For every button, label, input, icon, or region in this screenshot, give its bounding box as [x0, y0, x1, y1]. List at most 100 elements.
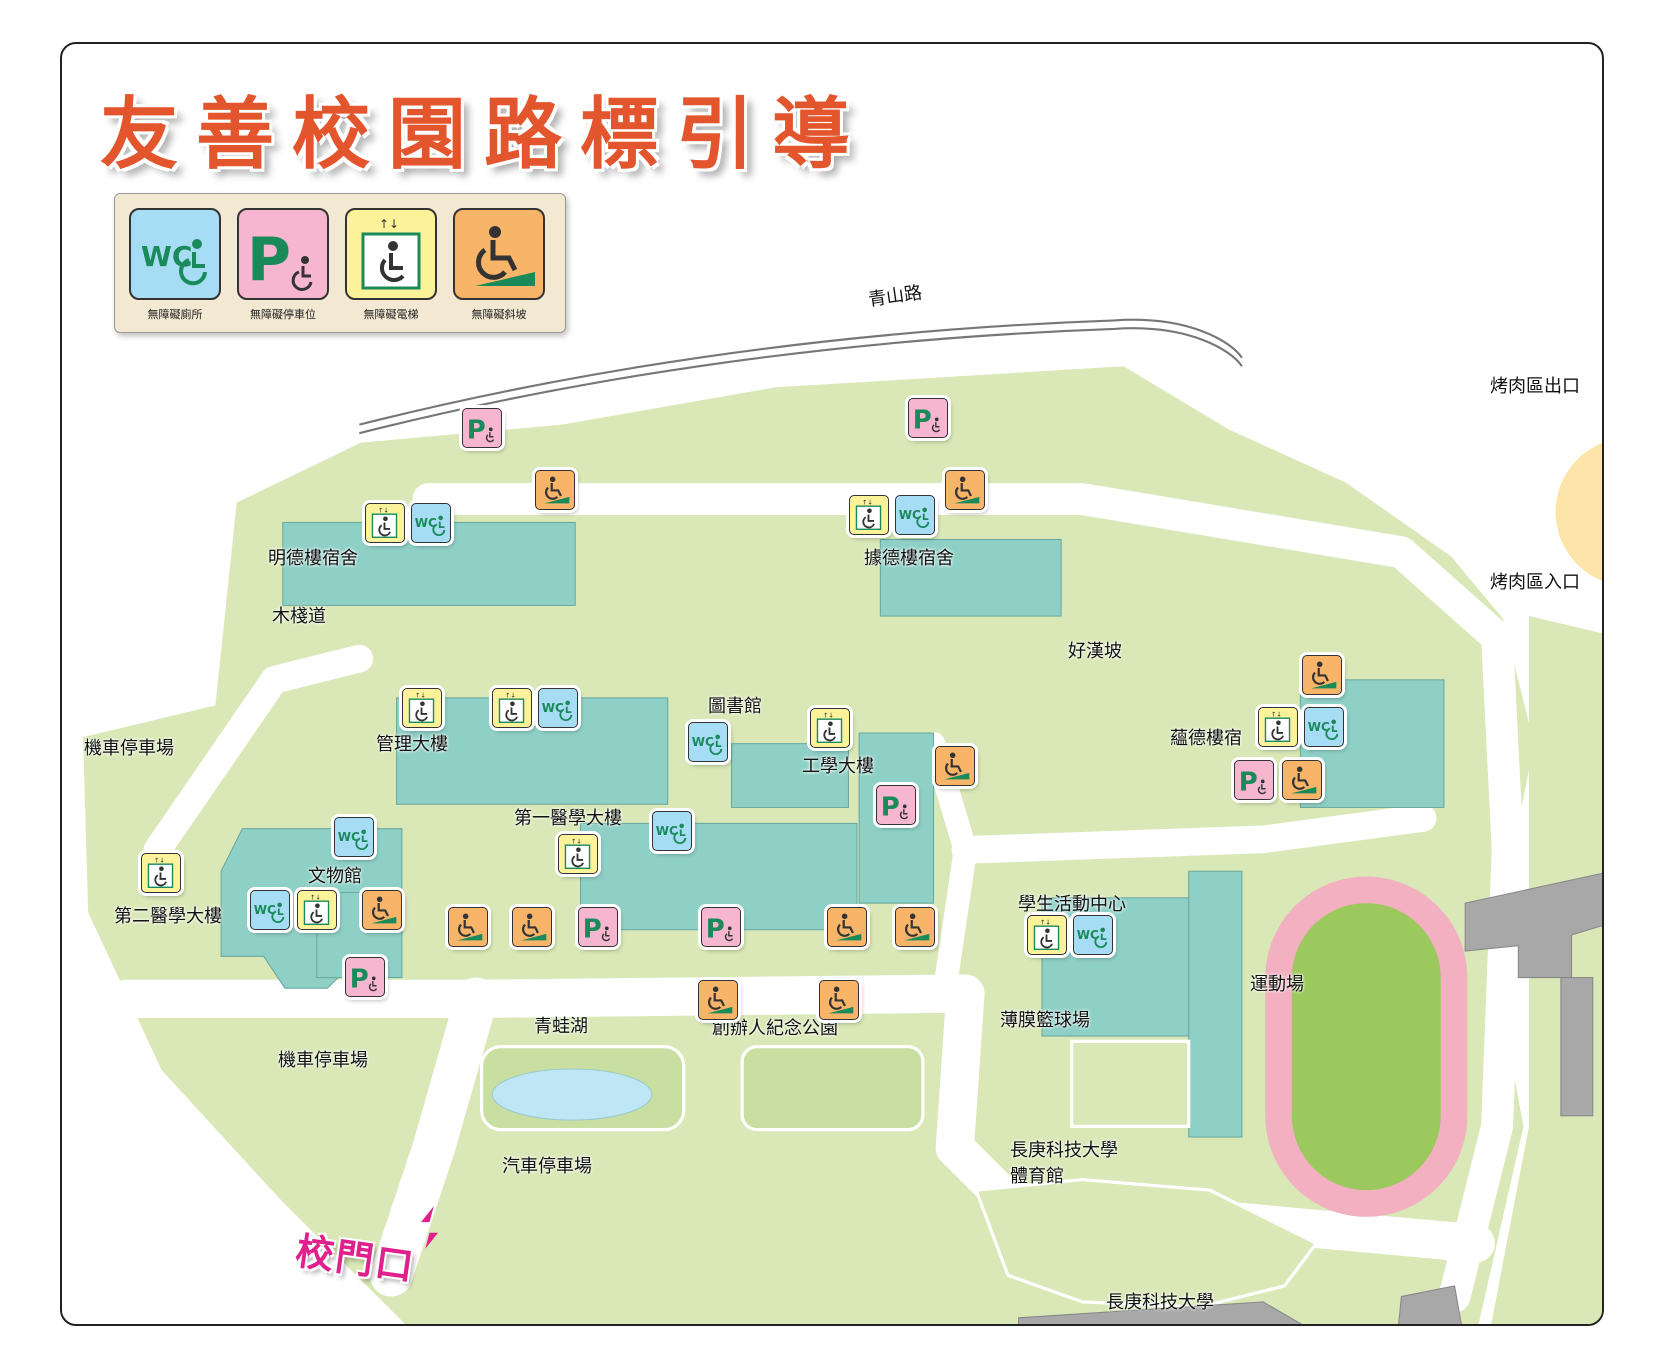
legend-item-wc: WC 無障礙廁所 — [129, 208, 221, 322]
legend: WC 無障礙廁所 P 無障礙停車位 ↑↓ 無障礙電梯 無障礙斜坡 — [114, 193, 566, 333]
basketball-court — [1070, 1039, 1191, 1129]
accessible-elevator-icon: ↑↓ — [558, 834, 598, 874]
jude-label: 據德樓宿舍 — [864, 548, 954, 569]
accessible-ramp-icon — [448, 907, 488, 947]
library-building — [730, 743, 850, 808]
accessible-ramp-icon — [698, 980, 738, 1020]
yunde-label: 蘊德樓宿 — [1170, 728, 1242, 749]
accessible-ramp-icon — [819, 980, 859, 1020]
svg-text:WC: WC — [1308, 720, 1330, 734]
accessible-elevator-icon: ↑↓ — [297, 890, 337, 930]
accessible-toilet-icon: WC — [538, 688, 578, 728]
svg-text:P: P — [913, 406, 932, 436]
bbq-entrance-label: 烤肉區入口 — [1490, 572, 1580, 593]
founder-park-area — [740, 1045, 925, 1132]
legend-label: 無障礙電梯 — [363, 308, 419, 321]
basketball-label: 薄膜籃球場 — [1000, 1010, 1090, 1031]
svg-text:P: P — [583, 915, 602, 945]
accessible-parking-icon: P — [908, 398, 948, 438]
gate-arrow-in — [421, 1206, 434, 1223]
svg-text:P: P — [706, 915, 725, 945]
accessible-toilet-icon: WC — [411, 503, 451, 543]
accessible-parking-icon: P — [462, 408, 502, 448]
legend-label: 無障礙廁所 — [147, 308, 203, 321]
accessible-ramp-icon — [1302, 655, 1342, 695]
svg-text:↑↓: ↑↓ — [823, 711, 834, 719]
svg-text:↑↓: ↑↓ — [154, 856, 165, 864]
svg-text:P: P — [247, 225, 291, 295]
accessible-elevator-icon: ↑↓ — [141, 853, 181, 893]
svg-text:P: P — [881, 793, 900, 823]
accessible-ramp-icon — [453, 208, 545, 300]
accessible-ramp-icon — [362, 890, 402, 930]
accessible-toilet-icon: WC — [129, 208, 221, 300]
svg-text:WC: WC — [254, 903, 276, 917]
svg-text:WC: WC — [656, 824, 678, 838]
admin-label: 管理大樓 — [376, 734, 448, 755]
accessible-elevator-icon: ↑↓ — [492, 688, 532, 728]
legend-item-elevator: ↑↓ 無障礙電梯 — [345, 208, 437, 322]
cgust-label: 長庚科技大學 — [1106, 1292, 1214, 1313]
svg-text:P: P — [1239, 768, 1258, 798]
med2-label: 第二醫學大樓 — [114, 906, 222, 927]
svg-text:↑↓: ↑↓ — [378, 506, 389, 514]
cgust-gym — [973, 1177, 1319, 1309]
svg-text:WC: WC — [542, 701, 564, 715]
svg-text:↑↓: ↑↓ — [862, 498, 873, 506]
accessible-ramp-icon — [1282, 760, 1322, 800]
accessible-toilet-icon: WC — [652, 811, 692, 851]
student-center-wing — [1188, 870, 1243, 1138]
accessible-ramp-icon — [512, 907, 552, 947]
cgust-gym-label: 長庚科技大學 — [1010, 1140, 1118, 1161]
svg-text:↑↓: ↑↓ — [310, 893, 321, 901]
accessible-toilet-icon: WC — [1304, 707, 1344, 747]
svg-text:WC: WC — [141, 240, 192, 273]
frog-lake-water — [491, 1068, 653, 1121]
accessible-ramp-icon — [895, 907, 935, 947]
campus-map — [72, 318, 1602, 1324]
svg-text:WC: WC — [415, 516, 437, 530]
svg-text:WC: WC — [1077, 928, 1099, 942]
svg-text:WC: WC — [899, 508, 921, 522]
qingshan-road — [359, 327, 1243, 435]
founder-park-label: 創辦人紀念公園 — [712, 1018, 838, 1039]
svg-text:↑↓: ↑↓ — [505, 691, 516, 699]
legend-label: 無障礙斜坡 — [471, 308, 527, 321]
car-parking-label: 汽車停車場 — [502, 1156, 592, 1177]
bbq-exit-label: 烤肉區出口 — [1490, 376, 1580, 397]
accessible-elevator-icon: ↑↓ — [345, 208, 437, 300]
map-frame — [60, 42, 1604, 1326]
accessible-toilet-icon: WC — [250, 890, 290, 930]
accessible-ramp-icon — [935, 746, 975, 786]
accessible-toilet-icon: WC — [688, 722, 728, 762]
svg-text:↑↓: ↑↓ — [571, 837, 582, 845]
accessible-parking-icon: P — [701, 907, 741, 947]
accessible-elevator-icon: ↑↓ — [402, 688, 442, 728]
accessible-parking-icon: P — [578, 907, 618, 947]
cgust-buildings — [1018, 872, 1602, 1324]
frog-lake-label: 青蛙湖 — [534, 1016, 588, 1037]
svg-text:↑↓: ↑↓ — [379, 217, 399, 231]
accessible-toilet-icon: WC — [334, 817, 374, 857]
bbq-area — [1555, 442, 1602, 581]
accessible-parking-icon: P — [237, 208, 329, 300]
svg-text:P: P — [467, 416, 486, 446]
svg-text:↑↓: ↑↓ — [415, 691, 426, 699]
accessible-parking-icon: P — [345, 957, 385, 997]
med1-label: 第一醫學大樓 — [514, 808, 622, 829]
accessible-parking-icon: P — [876, 785, 916, 825]
student-center-label: 學生活動中心 — [1018, 894, 1126, 915]
accessible-elevator-icon: ↑↓ — [810, 708, 850, 748]
svg-text:WC: WC — [338, 830, 360, 844]
legend-label: 無障礙停車位 — [250, 308, 316, 321]
legend-item-parking: P 無障礙停車位 — [237, 208, 329, 322]
page-title: 友善校園路標引導 — [100, 90, 869, 180]
accessible-ramp-icon — [827, 907, 867, 947]
library-label: 圖書館 — [708, 696, 762, 717]
gate-arrow-out — [425, 1232, 439, 1249]
haohan-label: 好漢坡 — [1068, 641, 1122, 662]
accessible-elevator-icon: ↑↓ — [365, 503, 405, 543]
boardwalk-label: 木棧道 — [272, 606, 326, 627]
legend-item-ramp: 無障礙斜坡 — [453, 208, 545, 322]
engineering-label: 工學大樓 — [802, 756, 874, 777]
